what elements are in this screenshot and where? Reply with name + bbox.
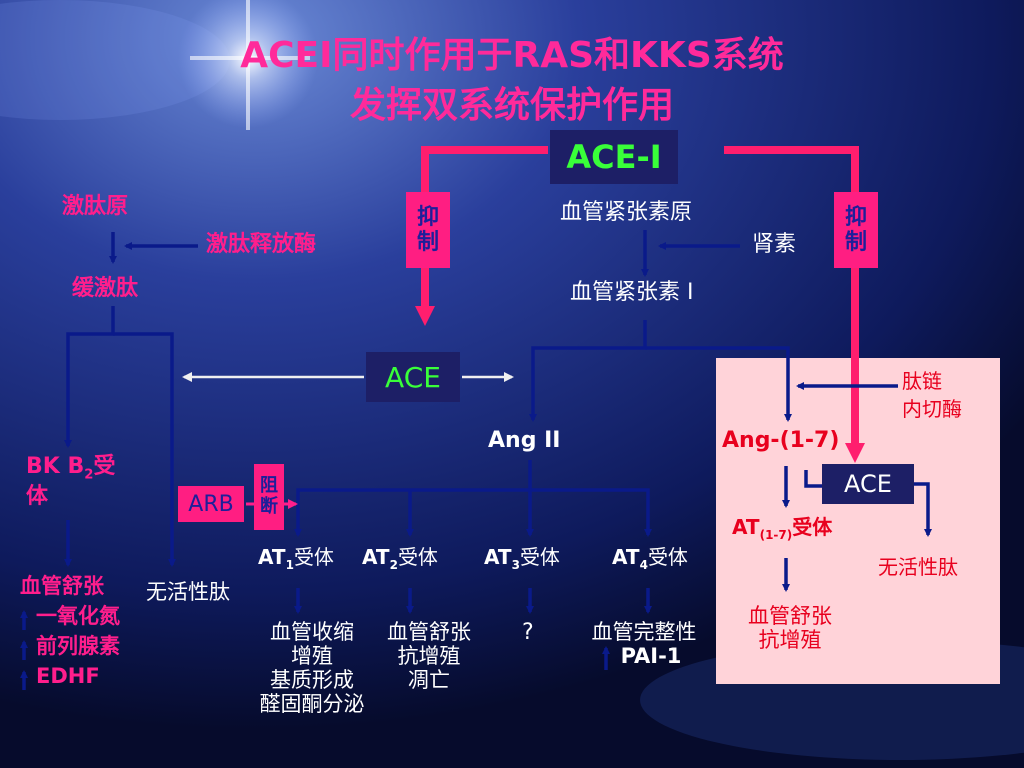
angiotensinogen-label: 血管紧张素原 bbox=[560, 200, 693, 225]
inhibit-line-right bbox=[724, 146, 865, 463]
inhibit-label-right: 抑 制 bbox=[834, 192, 878, 268]
at1-receptor-label: AT1受体 bbox=[258, 545, 334, 572]
ang17-inactive-peptide: 无活性肽 bbox=[878, 555, 958, 579]
ace-box-ang17: ACE bbox=[822, 464, 914, 504]
at-1-7-receptor-label: AT(1-7)受体 bbox=[732, 515, 833, 542]
block-label: 阻 断 bbox=[254, 464, 284, 530]
ang1-down bbox=[529, 320, 647, 422]
prostaglandin: 前列腺素 bbox=[36, 634, 120, 658]
angiotensin-1-label: 血管紧张素 I bbox=[570, 280, 694, 305]
kininogen-label: 激肽原 bbox=[62, 194, 129, 219]
bk-b2-receptor-label-2: 体 bbox=[26, 484, 49, 509]
ang1-to-ang17 bbox=[645, 346, 792, 422]
at4-effects: 血管完整性 PAI-1 bbox=[591, 620, 697, 669]
kks-inactive-peptide: 无活性肽 bbox=[146, 580, 230, 604]
ang-1-7-label: Ang-(1-7) bbox=[722, 428, 840, 453]
bradykinin-label: 缓激肽 bbox=[72, 276, 139, 301]
kallikrein-label: 激肽释放酶 bbox=[206, 232, 317, 257]
ang17-effects: 血管舒张 抗增殖 bbox=[748, 604, 832, 653]
at4-receptor-label: AT4受体 bbox=[612, 545, 688, 572]
at3-receptor-label: AT3受体 bbox=[484, 545, 560, 572]
endopeptidase-label-2: 内切酶 bbox=[902, 397, 962, 421]
title-line-1: ACEI同时作用于RAS和KKS系统 bbox=[240, 35, 784, 76]
at1-effects: 血管收缩 增殖 基质形成 醛固酮分泌 bbox=[259, 620, 365, 717]
edhf: EDHF bbox=[36, 664, 100, 688]
ace-box: ACE bbox=[366, 352, 460, 402]
arb-box: ARB bbox=[178, 486, 244, 522]
kks-vasodilation: 血管舒张 bbox=[20, 574, 104, 598]
nitric-oxide: 一氧化氮 bbox=[36, 604, 120, 628]
at2-effects: 血管舒张 抗增殖 凋亡 bbox=[387, 620, 471, 693]
ace-to-inactive bbox=[914, 482, 932, 537]
title-line-2: 发挥双系统保护作用 bbox=[349, 85, 674, 126]
bradykinin-to-inactive bbox=[113, 332, 176, 567]
ang17-to-ace bbox=[804, 470, 822, 488]
ace-inhibitor-box: ACE-I bbox=[550, 130, 678, 184]
at3-effects: ? bbox=[522, 620, 534, 645]
inhibit-label-left: 抑 制 bbox=[406, 192, 450, 268]
bradykinin-split bbox=[64, 306, 115, 448]
ang2-split bbox=[294, 460, 532, 537]
at2-receptor-label: AT2受体 bbox=[362, 545, 438, 572]
angiotensin-2-label: Ang II bbox=[488, 428, 561, 453]
endopeptidase-label-1: 肽链 bbox=[902, 369, 942, 393]
renin-label: 肾素 bbox=[752, 232, 797, 257]
bk-b2-receptor-label: BK B2受 bbox=[26, 454, 116, 483]
